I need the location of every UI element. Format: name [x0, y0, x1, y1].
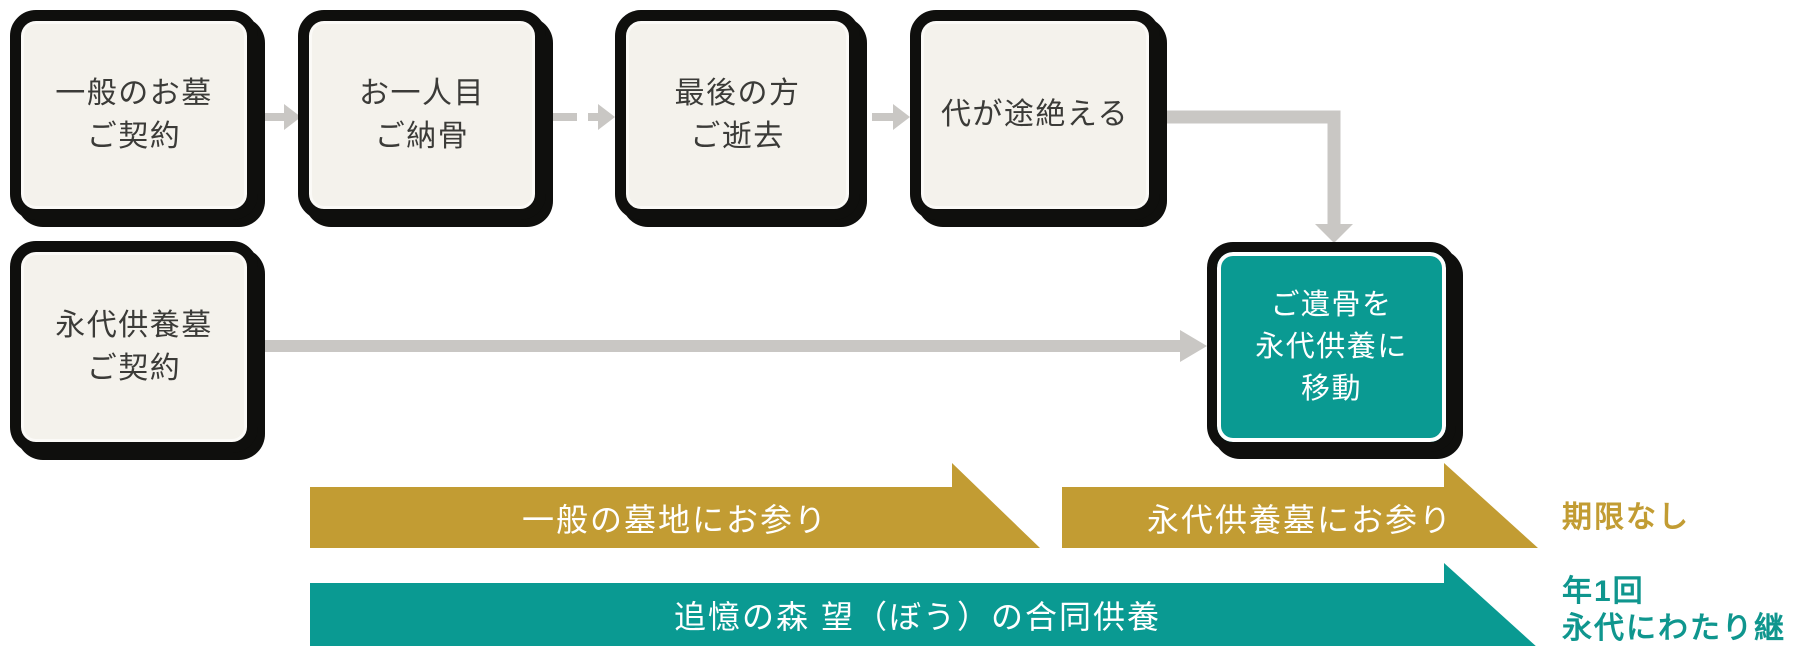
annotation-no-time-limit: 期限なし: [1562, 501, 1690, 534]
time-break-bar: [577, 93, 588, 137]
arrow-down-icon: [1315, 224, 1353, 243]
banner-joint-memorial-label: 追憶の森 望（ぼう）の合同供養: [674, 598, 1161, 635]
elbow-connector: [1160, 110, 1341, 226]
banner-general-visit-label: 一般の墓地にお参り: [521, 501, 828, 538]
arrow-right-icon: [262, 104, 301, 130]
banner-joint-memorial-shape: [310, 563, 1536, 646]
node-general-grave-contract: 一般のお墓 ご契約: [10, 10, 258, 220]
node-first-interment: お一人目 ご納骨: [298, 10, 546, 220]
arrow-right-long-icon: [258, 330, 1207, 362]
arrow-right-icon: [872, 104, 910, 130]
banner-eternal-visit-label: 永代供養墓にお参り: [1146, 501, 1453, 538]
banner-general-visit-shape: [310, 463, 1040, 548]
node-eternal-memorial-contract: 永代供養墓 ご契約: [10, 241, 258, 453]
node-last-person-passing: 最後の方 ご逝去: [615, 10, 860, 220]
node-lineage-ends: 代が途絶える: [910, 10, 1160, 220]
banner-eternal-visit-shape: [1062, 463, 1538, 548]
annotation-yearly-forever: 年1回 永代にわたり継続: [1562, 575, 1786, 645]
node-move-remains-to-eternal-memorial: ご遺骨を 永代供養に 移動: [1207, 242, 1456, 452]
